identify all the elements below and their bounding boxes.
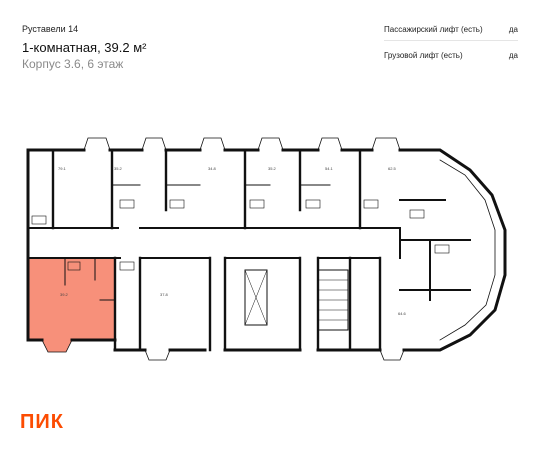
area-label: 54.1	[325, 166, 334, 171]
area-label: 35.2	[268, 166, 277, 171]
param-divider	[384, 40, 518, 41]
highlighted-apartment[interactable]	[28, 258, 115, 352]
area-label: 35.2	[114, 166, 123, 171]
freight-lift-value: да	[508, 51, 518, 60]
area-label: 34.8	[208, 166, 217, 171]
freight-lift-label: Грузовой лифт (есть)	[384, 51, 463, 60]
area-label-selected: 39.2	[60, 292, 69, 297]
pik-logo: ПИК	[20, 411, 64, 433]
area-label: 37.8	[160, 292, 169, 297]
area-label: 62.5	[388, 166, 397, 171]
area-label: 79.1	[58, 166, 67, 171]
area-label: 64.6	[398, 311, 407, 316]
building-floor: Корпус 3.6, 6 этаж	[22, 57, 124, 71]
apartment-title: 1-комнатная, 39.2 м²	[22, 40, 147, 55]
walls	[26, 137, 507, 361]
passenger-lift-label: Пассажирский лифт (есть)	[384, 25, 483, 34]
project-name: Руставели 14	[22, 24, 79, 34]
passenger-lift-value: да	[508, 25, 518, 34]
